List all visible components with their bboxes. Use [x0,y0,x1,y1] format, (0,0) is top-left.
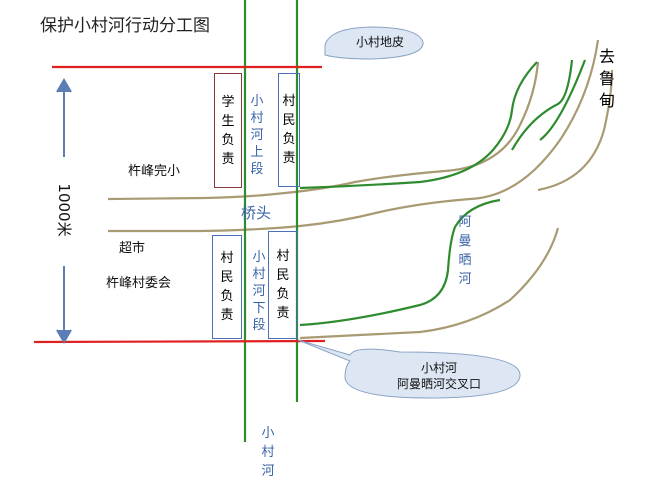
label-lower-section: 小村河下段 [252,250,266,333]
label-distance: 1000米 [55,183,73,237]
box-villagers-lower-right-text: 村民负责 [276,249,290,321]
box-villagers-upper-text: 村民负责 [282,94,296,166]
page-title: 保护小村河行动分工图 [40,16,210,36]
label-xiao-cun-river: 小村河 [261,426,275,479]
callout-top-text: 小村地皮 [355,35,404,49]
road-upper [107,61,540,201]
label-to-ludian: 去鲁甸 [598,47,615,110]
label-committee: 杵峰村委会 [106,276,172,291]
callout-top-bubble [324,26,424,60]
boundary-line-south [33,339,326,344]
box-villagers-lower-left-text: 村民负责 [220,251,234,323]
label-school: 杵峰完小 [128,164,181,179]
callout-bottom-text: 小村河 阿曼晒河交叉口 [375,360,503,392]
callout-bottom-line1: 小村河 [420,361,457,375]
box-students-upper: 学生负责 [214,73,242,188]
a-man-shai-river-upper-bank [299,61,538,190]
road-lower [108,39,600,233]
road-bottom-right [299,227,560,340]
a-man-shai-river-lower-bank-2 [539,59,587,141]
road-to-ludian [537,69,614,192]
box-villagers-lower-left: 村民负责 [212,235,242,339]
box-villagers-upper: 村民负责 [278,73,300,187]
label-a-man-shai-river: 阿曼晒河 [458,215,472,287]
a-man-shai-river-upper-bank-2 [511,59,574,151]
box-villagers-lower-right: 村民负责 [268,231,298,339]
label-upper-section: 小村河上段 [250,94,264,177]
box-students-upper-text: 学生负责 [221,94,235,167]
label-market: 超市 [119,241,146,256]
label-bridge: 桥头 [241,204,272,222]
distance-arrow [56,78,72,344]
a-man-shai-river-lower-bank [299,198,501,327]
callout-bottom-bubble [297,339,521,399]
callout-bottom-line2: 阿曼晒河交叉口 [396,377,481,391]
